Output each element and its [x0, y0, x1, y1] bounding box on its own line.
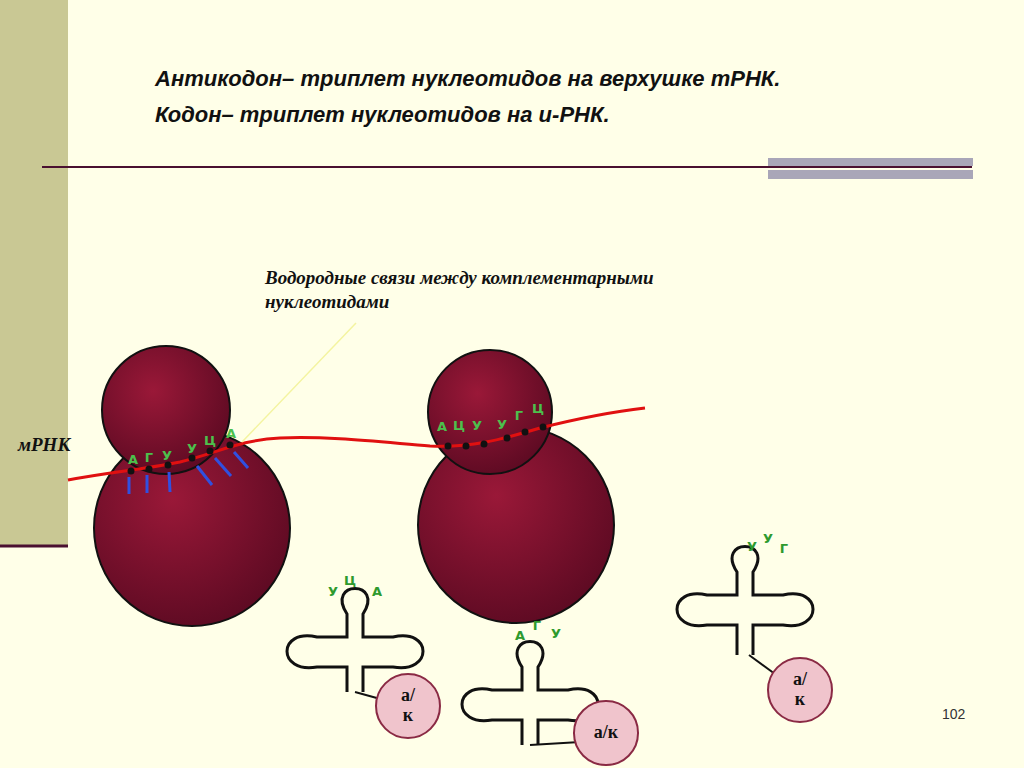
side-band	[0, 0, 68, 546]
mrna-strand	[68, 408, 645, 480]
anticodon-nucleotide: Г	[533, 618, 541, 633]
anticodon-nucleotide: А	[372, 584, 382, 599]
definition-text: Антикодон– триплет нуклеотидов на верхуш…	[155, 66, 780, 92]
trna-outline	[677, 547, 813, 656]
divider-bar	[768, 158, 973, 166]
ribosome-small-subunit	[102, 346, 230, 474]
trna-molecules	[287, 547, 813, 746]
mrna-label: мРНК	[18, 434, 70, 456]
amino-acid-label: а/к	[579, 723, 633, 743]
codon-nucleotide: А	[128, 452, 138, 467]
amino-acid-label: а/к	[788, 670, 811, 710]
band-rule	[0, 545, 68, 548]
nucleotide-dots	[128, 424, 547, 475]
amino-acid-circle: а/к	[573, 700, 639, 766]
codon-nucleotide: А	[226, 426, 236, 441]
leader-line	[242, 323, 356, 442]
anticodon-nucleotide: А	[515, 628, 525, 643]
codon-nucleotide: Г	[145, 450, 153, 465]
amino-acid-circle: а/к	[375, 673, 441, 739]
divider-line	[42, 166, 972, 168]
codon-nucleotide: У	[187, 441, 197, 456]
codon-nucleotide: У	[162, 448, 172, 463]
codon-nucleotide: Ц	[204, 433, 216, 448]
amino-acid-circle: а/к	[767, 657, 833, 723]
anticodon-nucleotide: У	[328, 584, 338, 599]
divider-bar	[768, 170, 973, 179]
amino-acid-bond	[530, 742, 580, 745]
anticodon-nucleotide: Ц	[344, 573, 356, 588]
ribosome-small-subunit	[428, 350, 552, 474]
amino-acid-bond	[749, 655, 775, 674]
anticodon-nucleotide: У	[551, 626, 561, 641]
anticodon-nucleotide: У	[747, 539, 757, 554]
amino-acid-label: а/к	[396, 686, 419, 726]
anticodon-nucleotide: Г	[780, 541, 788, 556]
definition-text: Кодон– триплет нуклеотидов на и-РНК.	[155, 102, 610, 128]
callout-text: Водородные связи между комплементарными …	[265, 266, 685, 314]
codon-nucleotide: Г	[515, 408, 523, 423]
codon-nucleotide: Ц	[532, 401, 544, 416]
anticodon-nucleotide: У	[763, 531, 773, 546]
ribosome-large-subunit	[94, 430, 290, 626]
codon-nucleotide: Ц	[453, 418, 465, 433]
codon-nucleotide: У	[497, 417, 507, 432]
page-number: 102	[942, 706, 965, 722]
codon-nucleotide: У	[472, 418, 482, 433]
codon-nucleotide: А	[437, 419, 447, 434]
